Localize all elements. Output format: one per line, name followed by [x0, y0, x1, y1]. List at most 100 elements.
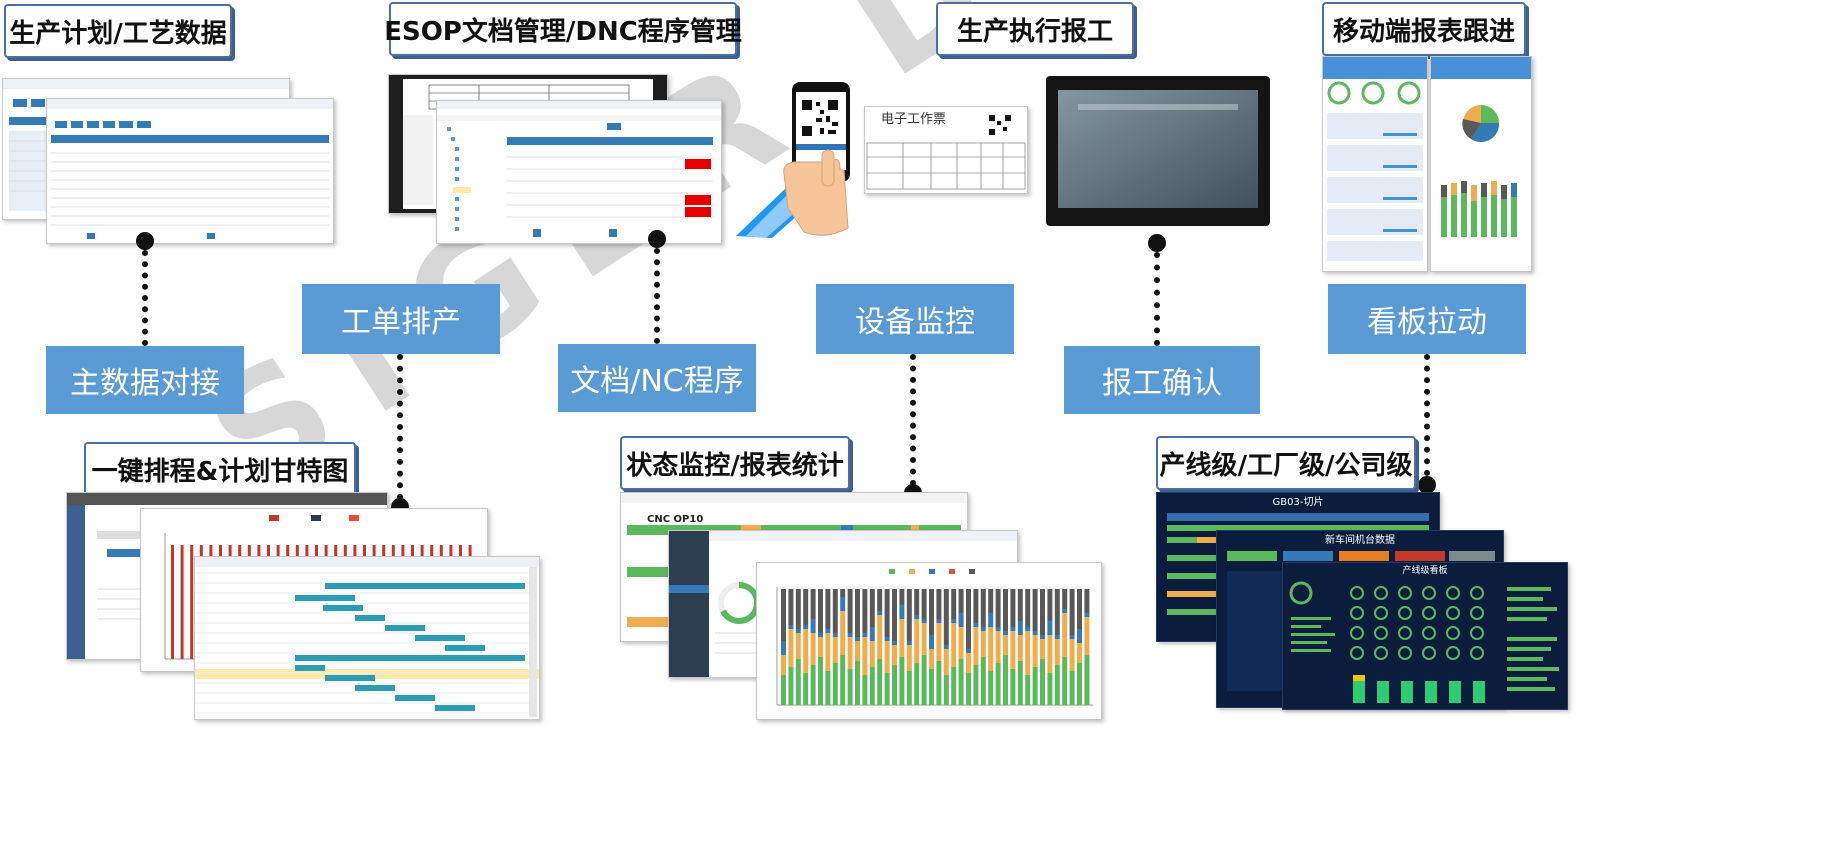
- stacked-bar-segment: [1047, 589, 1053, 621]
- gantt-task-bar: [295, 655, 525, 661]
- stacked-bar-segment: [781, 589, 786, 641]
- stacked-bar-segment: [869, 667, 875, 705]
- stacked-bar-segment: [877, 589, 883, 611]
- gauge-dial: [1470, 646, 1484, 660]
- stacked-bar-segment: [832, 637, 838, 663]
- gantt-chart-screenshot: [194, 556, 540, 720]
- stacked-bar-segment: [862, 633, 868, 637]
- stacked-bar-segment: [921, 655, 927, 705]
- stacked-bar-segment: [1017, 635, 1023, 661]
- stacked-bar-segment: [1077, 663, 1082, 705]
- stacked-bar-segment: [1010, 631, 1016, 669]
- gauge-dial: [1422, 626, 1436, 640]
- stacked-bar-segment: [973, 623, 979, 627]
- stacked-bar-segment: [1084, 589, 1090, 613]
- stacked-bar-segment: [966, 649, 971, 653]
- stacked-bar-segment: [847, 633, 853, 637]
- stacked-bar-segment: [877, 611, 883, 615]
- connector-dot-report-confirm: [1148, 234, 1166, 252]
- stacked-bar-segment: [906, 671, 912, 705]
- stacked-bar-segment: [810, 665, 816, 705]
- cnc-label: CNC OP10: [647, 514, 703, 525]
- stacked-bar-segment: [936, 623, 942, 661]
- stacked-bar-segment: [899, 589, 905, 605]
- stacked-bar-segment: [818, 637, 823, 657]
- step-report-confirm: 报工确认: [1064, 346, 1260, 414]
- step-order-schedule: 工单排产: [302, 284, 500, 354]
- stacked-bar-segment: [884, 641, 890, 673]
- stacked-bar-segment: [943, 645, 949, 649]
- gantt-task-bar: [415, 635, 465, 641]
- stacked-bar-segment: [1010, 589, 1016, 627]
- stacked-bar-segment: [966, 589, 971, 649]
- stacked-bar-segment: [936, 619, 942, 623]
- stacked-bar-segment: [877, 615, 883, 659]
- stacked-bar-segment: [884, 637, 890, 641]
- tablet-terminal-photo: [1046, 76, 1270, 226]
- stacked-bar-segment: [892, 589, 897, 641]
- gauge-dial: [1398, 586, 1412, 600]
- stacked-bar-segment: [951, 619, 957, 623]
- stacked-bar-segment: [818, 589, 823, 633]
- stacked-bar-segment: [795, 633, 801, 659]
- stacked-bar-segment: [855, 661, 860, 705]
- stacked-bar-segment: [995, 663, 1001, 705]
- stacked-bar-segment: [832, 663, 838, 705]
- stacked-bar-segment: [1069, 589, 1075, 635]
- gauge-dial: [1350, 646, 1364, 660]
- electronic-ticket-screenshot: 电子工作票: [864, 106, 1028, 194]
- stacked-bar-segment: [803, 625, 809, 629]
- header-monitor-report: 状态监控/报表统计: [620, 436, 850, 490]
- stacked-bar-segment: [980, 589, 986, 627]
- step-doc-nc: 文档/NC程序: [558, 344, 756, 412]
- plan-data-screenshot-front: [46, 98, 334, 244]
- stacked-bar-segment: [818, 657, 823, 705]
- mobile-report-screen-left: [1322, 56, 1428, 272]
- stacked-bar-segment: [914, 589, 920, 615]
- stacked-bar-segment: [862, 675, 868, 705]
- stacked-bar-segment: [921, 619, 927, 623]
- stacked-bar-segment: [1003, 589, 1008, 631]
- dnc-program-screenshot: [436, 100, 722, 244]
- stacked-bar-segment: [840, 589, 846, 597]
- stacked-bar-segment: [914, 663, 920, 705]
- stacked-bar-segment: [906, 645, 912, 671]
- capacity-bar: [180, 545, 184, 659]
- gantt-task-bar: [445, 645, 485, 651]
- gauge-dial: [1446, 646, 1460, 660]
- stacked-bar-segment: [1069, 635, 1075, 639]
- stacked-bar-segment: [1062, 609, 1068, 613]
- gantt-task-bar: [325, 675, 375, 681]
- gantt-task-bar: [435, 705, 475, 711]
- stacked-bar-segment: [1040, 635, 1045, 639]
- stacked-bar-segment: [825, 633, 831, 671]
- gauge-dial: [1374, 626, 1388, 640]
- stacked-bar-segment: [884, 589, 890, 637]
- stacked-bar-segment: [810, 619, 816, 633]
- stacked-bar-segment: [1025, 631, 1031, 675]
- stacked-bar-segment: [840, 655, 846, 705]
- stacked-bar-segment: [973, 665, 979, 705]
- stacked-bar-segment: [855, 589, 860, 637]
- stacked-bar-segment: [788, 629, 794, 667]
- header-esop-dnc: ESOP文档管理/DNC程序管理: [384, 2, 742, 56]
- stacked-bar-segment: [869, 589, 875, 627]
- stacked-bar-segment: [943, 589, 949, 645]
- stacked-bar-segment: [1017, 661, 1023, 705]
- stacked-bar-segment: [832, 633, 838, 637]
- gauge-dial: [1374, 586, 1388, 600]
- capacity-bar: [190, 545, 194, 659]
- stacked-bar-segment: [1084, 655, 1090, 705]
- header-gantt: 一键排程&计划甘特图: [84, 442, 356, 496]
- gauge-dial: [1398, 626, 1412, 640]
- stacked-bar-segment: [958, 627, 964, 659]
- connector-line-doc-nc: [654, 248, 660, 344]
- stacked-bar-segment: [781, 655, 786, 675]
- stacked-bar-segment: [988, 627, 994, 671]
- step-equipment-monitor: 设备监控: [816, 284, 1014, 354]
- stacked-bar-segment: [825, 629, 831, 633]
- stacked-bar-segment: [980, 631, 986, 657]
- gauge-dial: [1398, 606, 1412, 620]
- stacked-bar-segment: [877, 659, 883, 705]
- line-board-title: 产线级看板: [1402, 564, 1447, 576]
